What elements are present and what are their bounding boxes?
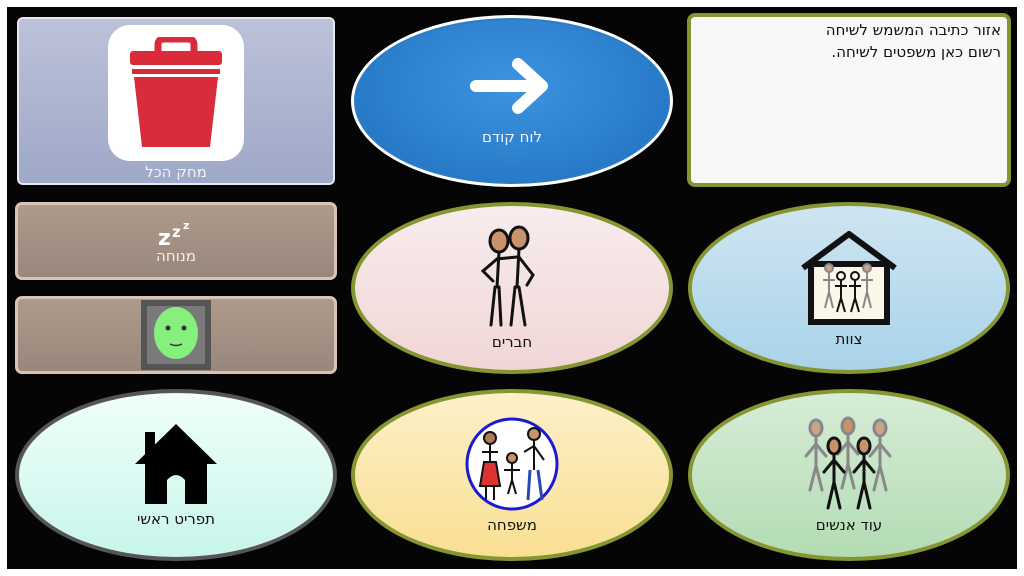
clear-icon-tile [108, 25, 244, 161]
sleep-zzz-icon: z z z [158, 219, 189, 247]
message-line-2: רשום כאן משפטים לשיחה. [831, 43, 1001, 61]
friends-button[interactable]: חברים [351, 202, 673, 374]
home-menu-label: תפריט ראשי [136, 510, 216, 528]
family-label: משפחה [487, 516, 537, 534]
arrow-right-icon [470, 58, 548, 114]
family-icon [465, 417, 559, 511]
more-people-button[interactable]: עוד אנשים [688, 389, 1010, 561]
family-button[interactable]: משפחה [351, 389, 673, 561]
rest-button[interactable]: z z z מנוחה [15, 202, 337, 280]
friends-label: חברים [491, 333, 533, 351]
svg-text:z: z [183, 219, 189, 232]
team-label: צוות [835, 330, 863, 348]
home-menu-button[interactable]: תפריט ראשי [15, 389, 337, 561]
message-area[interactable]: אזור כתיבה המשמש לשיחה רשום כאן משפטים ל… [687, 13, 1011, 187]
rest-label: מנוחה [156, 247, 196, 265]
face-button[interactable] [15, 296, 337, 374]
more-people-label: עוד אנשים [815, 516, 883, 534]
svg-text:z: z [158, 226, 171, 247]
previous-board-label: לוח קודם [481, 128, 543, 146]
clear-all-button[interactable]: מחק הכל [17, 17, 335, 185]
svg-text:z: z [172, 223, 181, 241]
home-icon [135, 424, 217, 504]
message-line-1: אזור כתיבה המשמש לשיחה [825, 21, 1001, 39]
trash-icon [130, 37, 222, 147]
team-house-icon [801, 231, 897, 325]
friends-icon [480, 225, 535, 327]
communication-board: מחק הכל לוח קודם אזור כתיבה המשמש לשיחה … [7, 7, 1017, 569]
team-button[interactable]: צוות [688, 202, 1010, 374]
more-people-icon [804, 416, 892, 510]
clear-all-label: מחק הכל [145, 163, 207, 181]
green-face-icon [141, 300, 211, 370]
previous-board-button[interactable]: לוח קודם [351, 15, 673, 187]
